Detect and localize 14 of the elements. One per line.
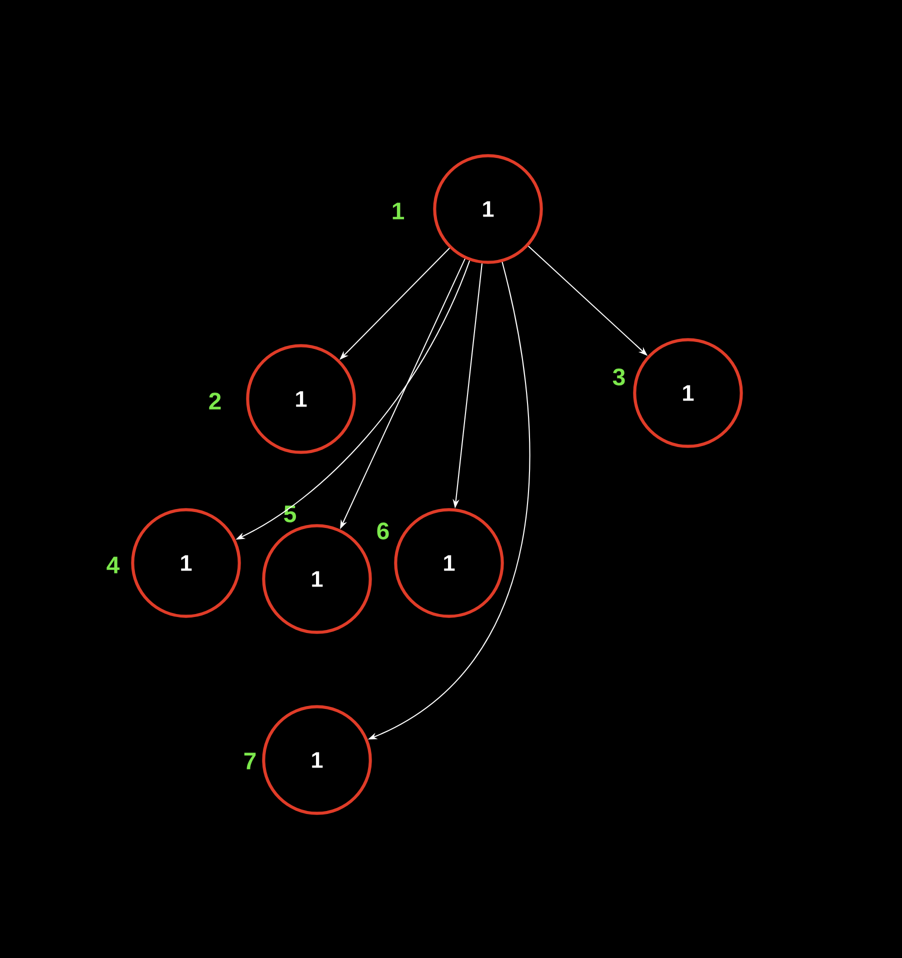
node-number: 5 [284,506,296,522]
node-number: 1 [392,202,404,220]
node-number: 4 [106,556,120,574]
node-number: 7 [244,752,256,770]
node-number: 6 [377,522,389,540]
circle-node: 1 [394,508,504,618]
circle-node: 1 [262,705,372,815]
circle-node: 1 [246,344,356,454]
node-number: 2 [209,392,221,410]
node-number: 3 [612,368,625,386]
circle-node: 1 [262,524,372,634]
circle-node: 1 [433,154,543,264]
circle-node: 1 [633,338,743,448]
circle-node: 1 [131,508,241,618]
